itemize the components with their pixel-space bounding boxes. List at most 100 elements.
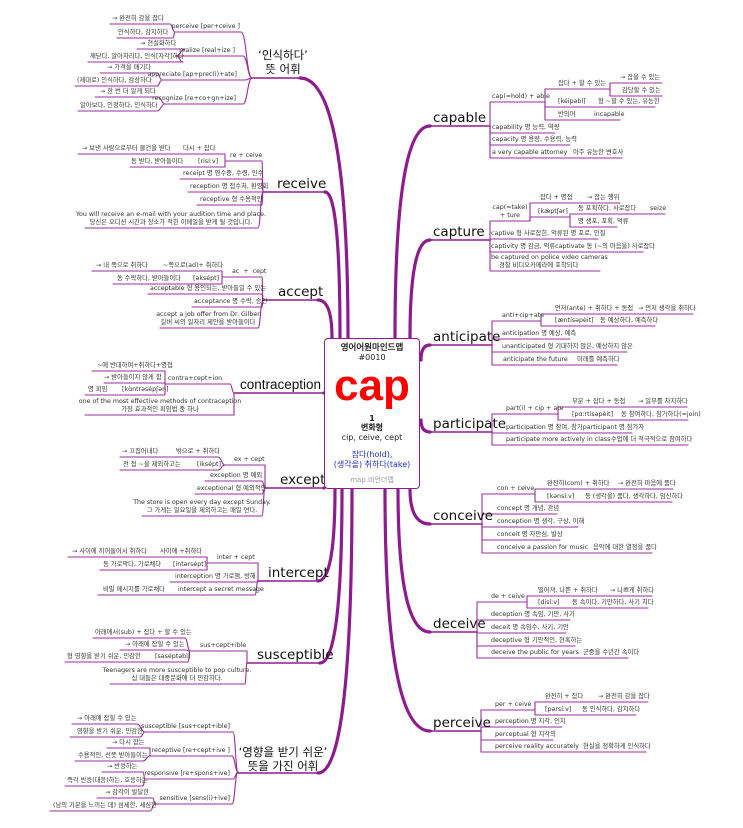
node-text[interactable]: 동 인식하다, 감지하다: [582, 706, 641, 713]
node-text[interactable]: deceit 명 속임수, 사기, 기만: [491, 624, 569, 631]
node-text[interactable]: one of the most effective methods of con…: [78, 398, 242, 413]
node-text[interactable]: inter + cept: [217, 554, 255, 561]
node-text[interactable]: sensitive [sens(i)+ive]: [159, 795, 230, 802]
node-text[interactable]: anticipation 명 예상, 예측: [502, 330, 577, 337]
node-text[interactable]: 인식하다, 감지하다: [118, 29, 169, 36]
node-text[interactable]: ex + cept: [234, 456, 265, 463]
node-text[interactable]: 형 영향을 받기 쉬운, 민감한: [67, 653, 141, 660]
node-text[interactable]: 알아보다, 인정하다, 인식하다: [80, 102, 158, 109]
node-text[interactable]: capability 명 능력, 역량: [492, 124, 560, 131]
node-text[interactable]: → 내 쪽으로 취하다: [96, 262, 148, 269]
node-text[interactable]: contra+cept+ion: [168, 375, 223, 382]
node-text[interactable]: 수용적인, 선뜻 받아들이는: [78, 752, 148, 759]
node-text[interactable]: → 일부를 차지하다: [638, 398, 688, 405]
node-text[interactable]: perceive reality accurately: [495, 743, 579, 750]
node-text[interactable]: [risíːv]: [198, 158, 219, 165]
node-text[interactable]: → 사이에 끼어들어서 취하다: [72, 548, 148, 555]
node-text[interactable]: 영향을 받기 쉬운, 민감한: [77, 728, 143, 735]
topic-label[interactable]: participate: [433, 416, 507, 432]
node-text[interactable]: → 감각이 발달한: [105, 789, 150, 796]
node-text[interactable]: → 먼저 생각을 취하다: [638, 305, 696, 312]
node-text[interactable]: 수업에 더 적극적으로 참여하다: [611, 436, 693, 443]
node-text[interactable]: [iksépt]: [197, 461, 221, 468]
node-text[interactable]: sus+cept+ible: [200, 642, 247, 649]
node-text[interactable]: 동 수락하다, 받아들이다: [117, 275, 181, 282]
node-text[interactable]: perceptual 형 지각의: [495, 731, 556, 738]
node-text[interactable]: concept 명 개념, 관념: [497, 505, 560, 512]
node-text[interactable]: 떨어져, 나쁜 + 취하다: [538, 587, 598, 594]
topic-label[interactable]: except: [280, 472, 326, 488]
node-text[interactable]: participation 명 참여, 참가participant 명 참가자: [506, 424, 645, 431]
node-text[interactable]: → 나쁘게 취하다: [610, 587, 655, 594]
node-text[interactable]: 반의어: [558, 111, 576, 118]
node-text[interactable]: → 아래에 잡힐 수 있는: [125, 641, 185, 648]
node-text[interactable]: → 반응하는: [107, 763, 138, 770]
node-text[interactable]: 부분 + 잡다 + 동접: [572, 398, 626, 405]
topic-label[interactable]: capture: [433, 224, 485, 240]
node-text[interactable]: → 보낸 사람으로부터 물건을 받다: [82, 145, 171, 152]
node-text[interactable]: 동 받다, 받아들이다: [131, 158, 184, 165]
node-text[interactable]: susceptible [sus+cept+ible]: [141, 723, 230, 730]
node-text[interactable]: appreciate [ap+prec(i)+ate]: [147, 71, 237, 78]
node-text[interactable]: 형 ~할 수 있는, 유능한: [598, 98, 660, 105]
node-text[interactable]: → 완전히 마음에 품다: [618, 480, 676, 487]
node-text[interactable]: 아래에서(sub) + 잡다 + 할 수 있는: [95, 629, 192, 636]
node-text[interactable]: [səséptəbl]: [155, 653, 191, 660]
node-text[interactable]: 먼저(ante) + 취하다 + 동접: [555, 305, 634, 312]
node-text[interactable]: deceptive 형 기만적인, 현혹하는: [491, 637, 583, 644]
node-text[interactable]: (남의 기분을 느끼는 데) 섬세한, 세심한: [53, 802, 157, 809]
node-text[interactable]: perceive [per+ceive ]: [171, 23, 240, 30]
node-text[interactable]: Teenagers are more susceptible to pop cu…: [102, 667, 252, 682]
node-text[interactable]: receptive 형 수용적인: [200, 196, 263, 203]
topic-label[interactable]: capable: [433, 110, 487, 126]
node-text[interactable]: deceive the public for years: [491, 649, 579, 656]
node-text[interactable]: ac + cept: [232, 268, 267, 275]
node-text[interactable]: acceptance 명 수락, 승인: [194, 298, 268, 305]
node-text[interactable]: de + ceive: [491, 593, 525, 600]
node-text[interactable]: → 끄집어내다: [122, 448, 159, 455]
node-text[interactable]: 아주 유능한 변호사: [573, 149, 624, 156]
node-text[interactable]: con + ceive: [497, 485, 535, 492]
node-text[interactable]: exceptional 형 예외적인: [197, 485, 267, 492]
node-text[interactable]: realize [real+ize ]: [179, 47, 235, 54]
node-text[interactable]: 동 (생각을) 품다, 생각하다, 임신하다: [585, 493, 684, 500]
node-text[interactable]: 동 예상하다, 예측하다: [600, 317, 659, 324]
node-text[interactable]: 명 생포, 포획, 억류: [578, 218, 629, 225]
node-text[interactable]: conceive a passion for music: [497, 544, 589, 551]
node-text[interactable]: captive 형 사로잡힌, 억류된 명 포로, 인질: [491, 230, 606, 237]
topic-label[interactable]: ‘영향을 받기 쉬운’ 뜻을 가진 어휘: [238, 745, 328, 773]
node-text[interactable]: 음악에 대한 열정을 품다: [593, 544, 657, 551]
node-text[interactable]: receptive [re+cept+ive ]: [151, 747, 230, 754]
node-text[interactable]: 밖으로 + 취하다: [176, 448, 221, 455]
node-text[interactable]: recognize [re+co+gn+ize]: [152, 95, 236, 102]
node-text[interactable]: → 잡는 행위: [587, 194, 620, 201]
node-text[interactable]: seize: [650, 205, 667, 212]
node-text[interactable]: a very capable attorney: [492, 149, 568, 156]
node-text[interactable]: [əksépt]: [193, 275, 220, 282]
node-text[interactable]: [kǽptʃər]: [538, 208, 568, 215]
node-text[interactable]: ~에 반대하여+취하다+명접: [97, 362, 173, 369]
node-text[interactable]: 사이에 +취하다: [160, 548, 203, 555]
node-text[interactable]: be captured on police video cameras 경찰 비…: [491, 254, 608, 269]
node-text[interactable]: participate more actively in class: [506, 436, 611, 443]
node-text[interactable]: re + ceive: [230, 152, 263, 159]
node-text[interactable]: part(i) + cip + ate: [506, 405, 564, 412]
node-text[interactable]: unanticipated 형 기대하지 않은, 예상하지 않은: [502, 343, 633, 350]
node-text[interactable]: 미래를 예측하다: [577, 356, 620, 363]
node-text[interactable]: capacity 명 용량, 수용력, 능력: [492, 136, 577, 143]
node-text[interactable]: anti+cip+ate: [502, 312, 545, 319]
topic-label[interactable]: intercept: [268, 565, 329, 581]
node-text[interactable]: receipt 명 영수증, 수령, 인수: [183, 170, 264, 177]
node-text[interactable]: [pɑːrtísəpèit]: [572, 411, 614, 418]
node-text[interactable]: reception 명 접수처, 환영회: [190, 183, 269, 190]
node-text[interactable]: 명 피임: [88, 386, 108, 393]
node-text[interactable]: cap(=take) + ture: [492, 204, 528, 219]
node-text[interactable]: interception 명 가로챔, 방해: [175, 573, 256, 580]
node-text[interactable]: per + ceive: [495, 701, 532, 708]
topic-label[interactable]: conceive: [433, 508, 494, 524]
node-text[interactable]: responsive [re+spons+ive]: [144, 770, 230, 777]
node-text[interactable]: → 한 번 더 알게 되다: [100, 88, 156, 95]
node-text[interactable]: 동 참여하다, 참가하다(=join): [621, 411, 701, 418]
node-text[interactable]: 군중을 수년간 속이다: [583, 649, 640, 656]
node-text[interactable]: 동 가로막다, 가로채다: [103, 561, 162, 568]
